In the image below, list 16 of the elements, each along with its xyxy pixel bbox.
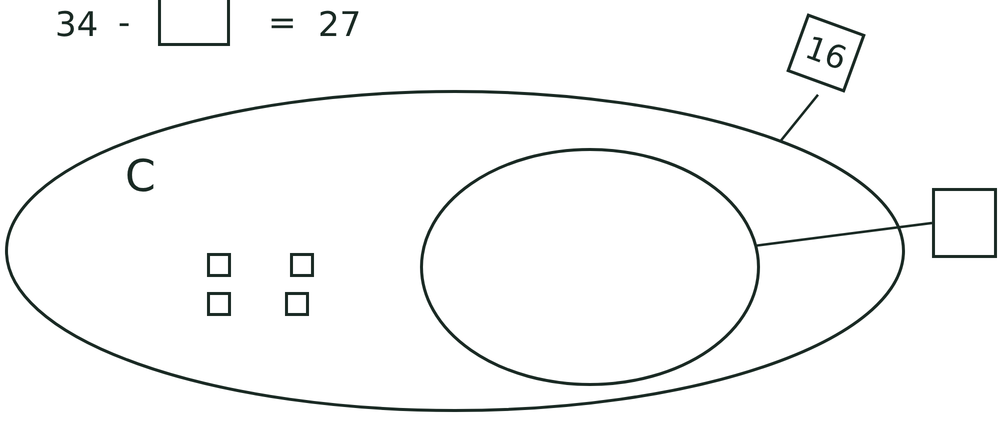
square-box bbox=[207, 292, 231, 316]
set-ellipse bbox=[5, 90, 905, 412]
square-box bbox=[285, 292, 309, 316]
ellipse-shape bbox=[420, 148, 760, 386]
connector-line bbox=[780, 94, 819, 142]
equation-term: 27 bbox=[318, 8, 362, 42]
equation-term: = bbox=[268, 6, 296, 40]
set-label: C bbox=[125, 155, 156, 199]
equation-term: - bbox=[118, 6, 130, 40]
square-box bbox=[932, 188, 997, 258]
number-box bbox=[786, 13, 866, 93]
equation-term: 34 bbox=[55, 8, 98, 42]
square-box bbox=[207, 253, 231, 277]
square-box bbox=[290, 253, 314, 277]
number-label: 16 bbox=[801, 31, 851, 75]
connector-line bbox=[756, 222, 932, 247]
